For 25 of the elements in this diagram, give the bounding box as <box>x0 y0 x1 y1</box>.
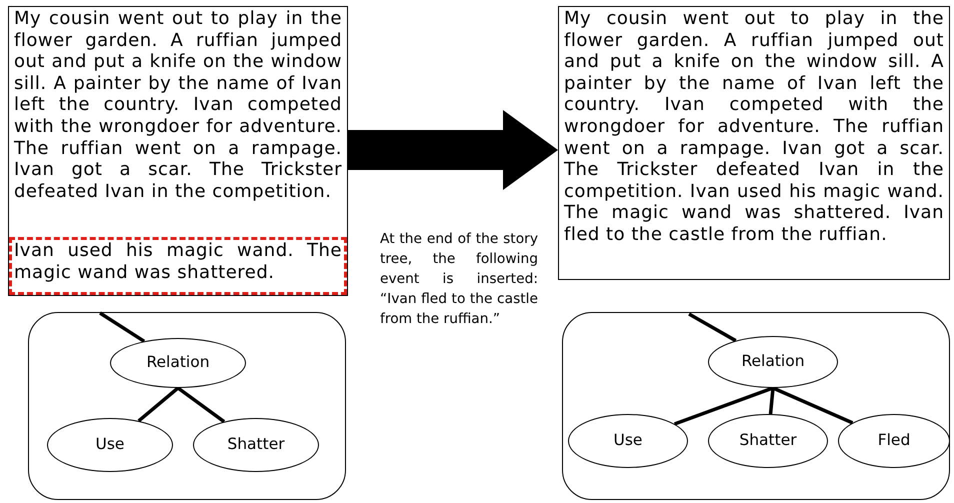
node-text: Relation <box>741 351 805 372</box>
node-text: Use <box>96 434 124 456</box>
tree-line <box>138 386 180 422</box>
node-text: Shatter <box>227 434 285 456</box>
tree-line <box>772 386 854 424</box>
note-text: At the end of the story tree, the following event is inserted: “Ivan fled to the castle from the ruffian.” <box>380 230 538 329</box>
highlight-box <box>9 237 347 295</box>
node-text: Fled <box>878 430 910 452</box>
tree-line <box>99 312 146 343</box>
tree-line <box>176 386 226 424</box>
tree-panel <box>28 312 346 500</box>
node-text: Ivan used his magic wand. The magic wand was shattered. <box>14 240 342 284</box>
text-box <box>558 6 950 280</box>
node-text: Relation <box>146 352 210 374</box>
tree-panel <box>562 312 950 500</box>
text-box <box>8 6 348 296</box>
node-text: Use <box>614 430 642 452</box>
tree-line <box>768 388 775 414</box>
block-arrow <box>348 110 558 190</box>
tree-line <box>674 386 774 426</box>
tree-line <box>688 312 737 342</box>
tree-node-ellipse <box>838 414 950 468</box>
node-text: Shatter <box>739 430 797 452</box>
node-text: My cousin went out to play in the flower garden. A ruffian jumped out and put a knife on the window sill. A painter by the name of Ivan left the country. Ivan competed with the wrongdoer for adventure. The ruffian went on a rampage. Ivan got a scar. The Trickster defeated Ivan in the competition. <box>14 8 342 202</box>
node-text: My cousin went out to play in the flower garden. A ruffian jumped out and put a knife on the window sill. A painter by the name of Ivan left the country. Ivan competed with the wrongdoer for adventure. The ruffian went on a rampage. Ivan got a scar. The Trickster defeated Ivan in the competition. Ivan used his magic wand. The magic wand was shattered. Ivan fled to the castle from the ruffian. <box>564 8 944 246</box>
